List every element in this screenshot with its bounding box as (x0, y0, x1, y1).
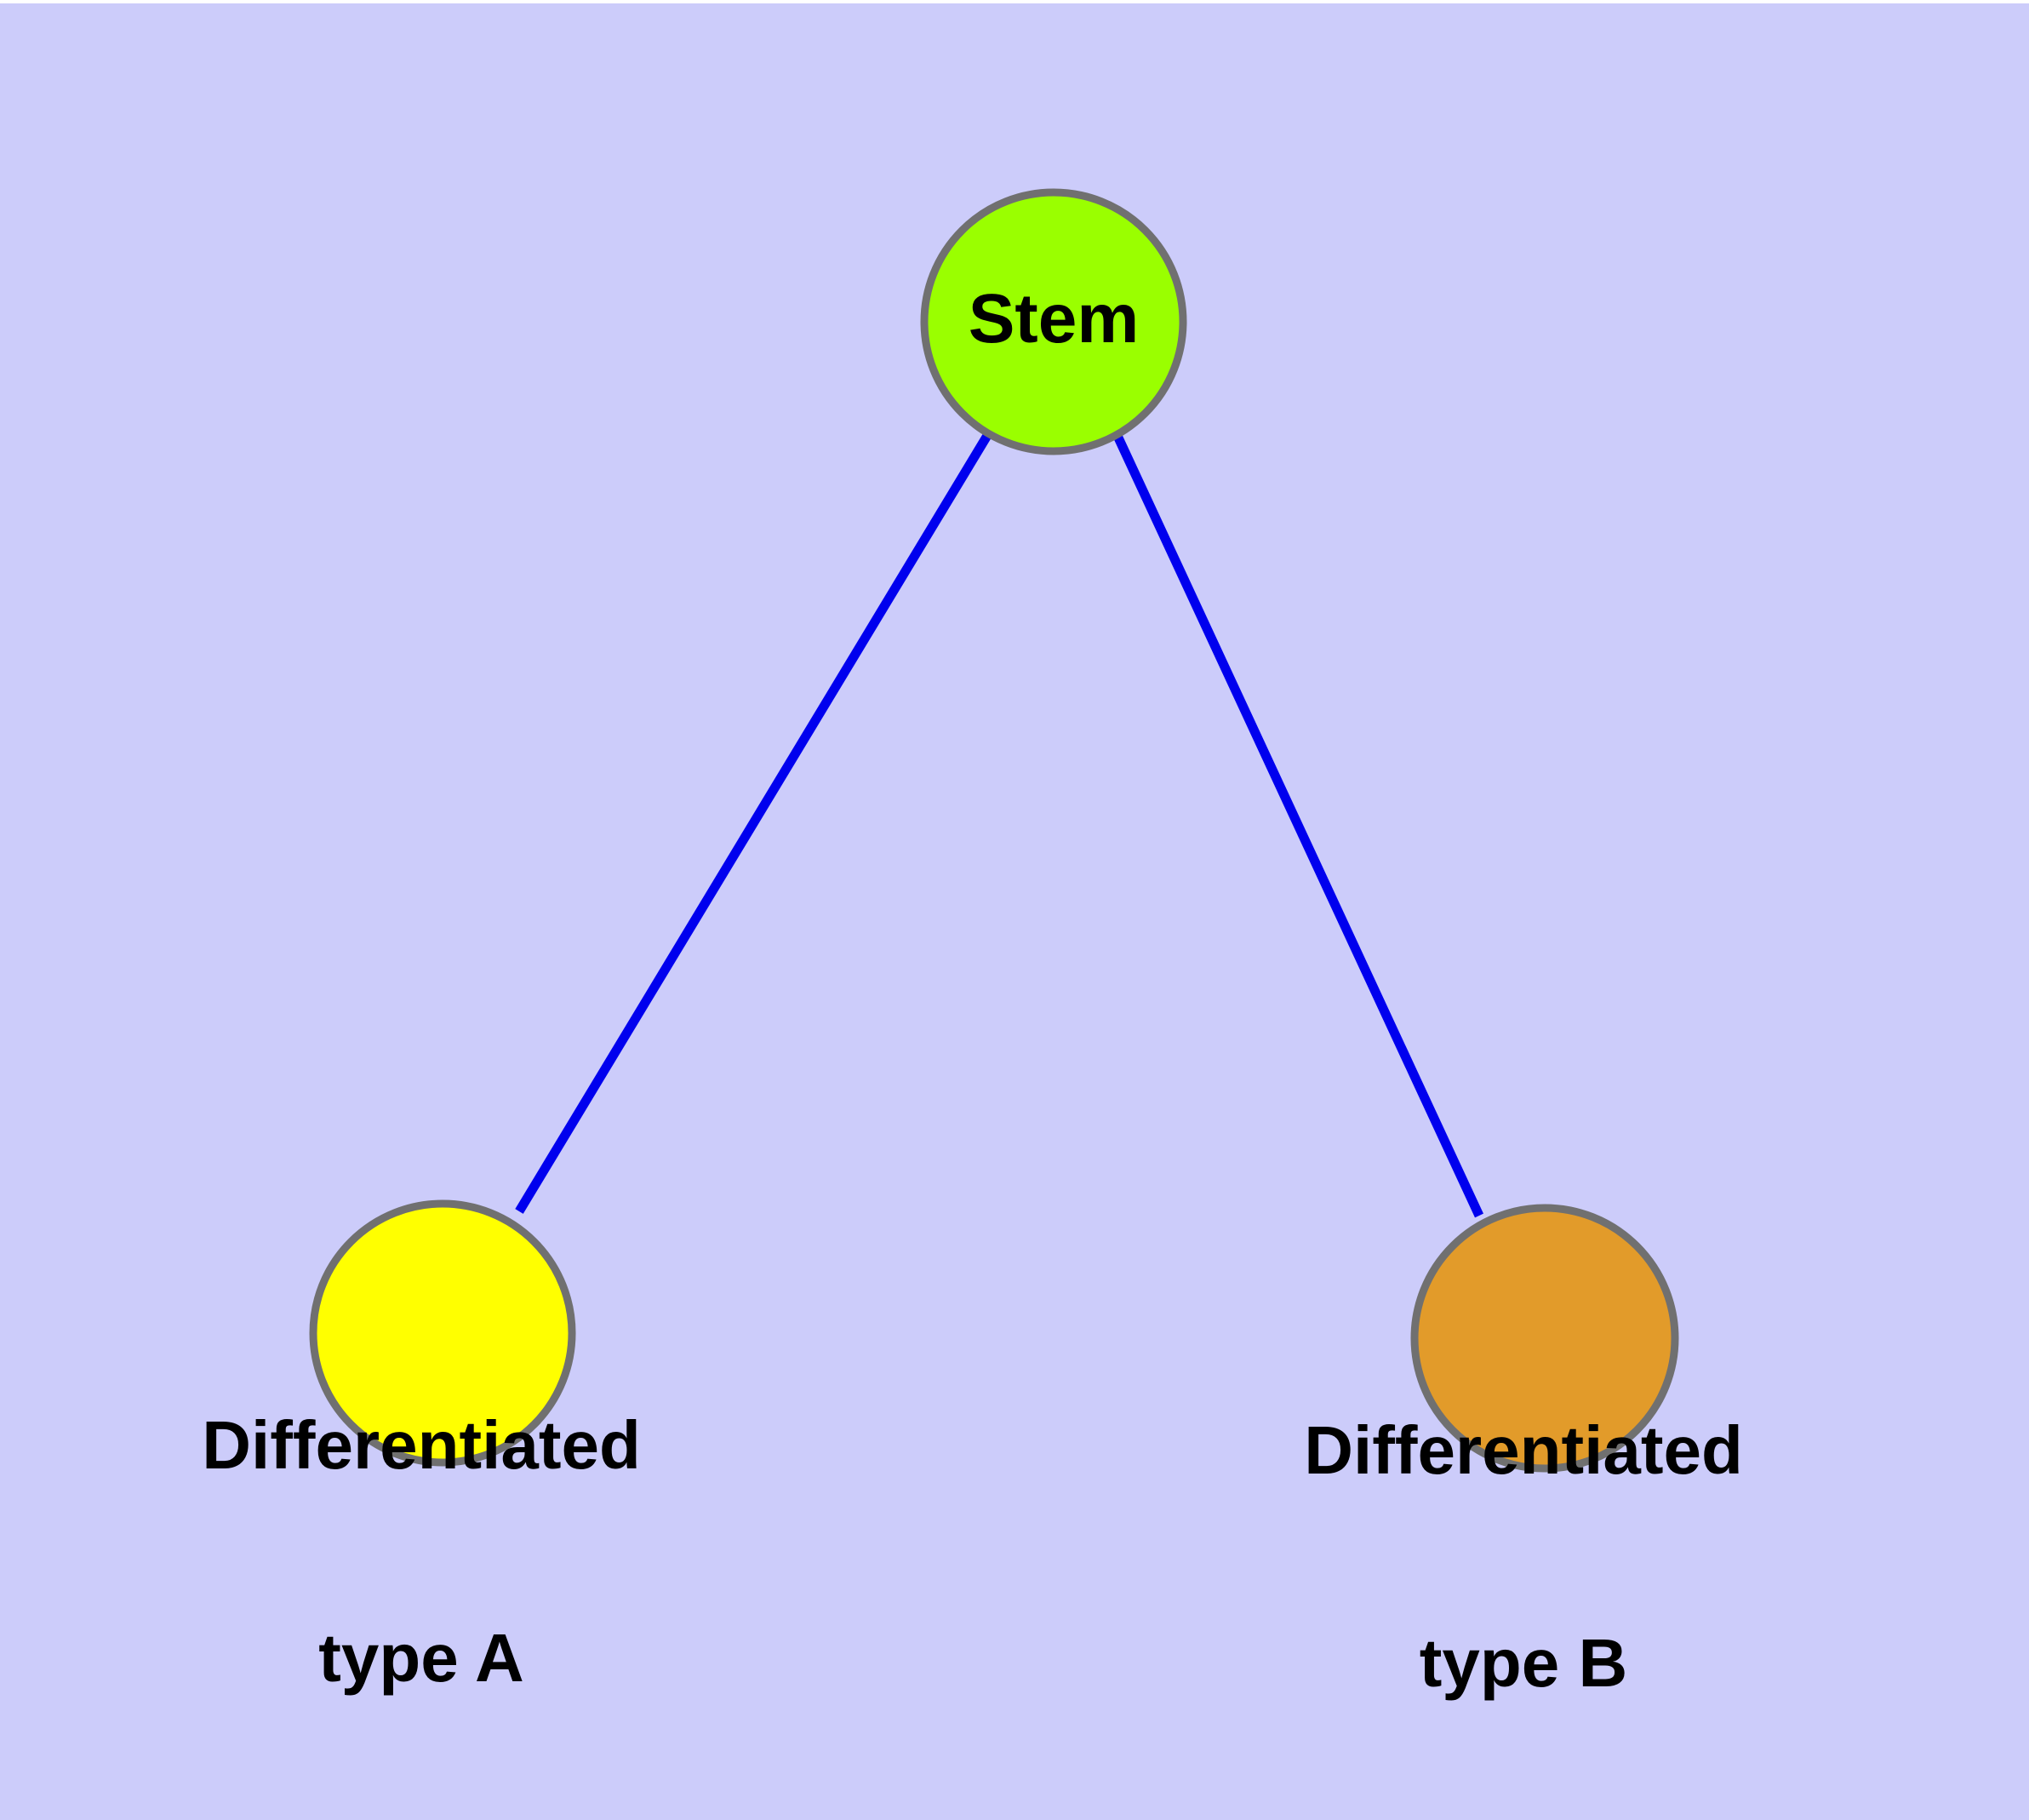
edge-layer (515, 432, 1483, 1218)
node-stem[interactable] (920, 188, 1187, 455)
node-differentiated-type-a[interactable] (309, 1199, 576, 1467)
node-layer (309, 188, 1679, 1473)
edge-stem-to-type-a[interactable] (515, 432, 992, 1214)
edge-stem-to-type-b[interactable] (1113, 433, 1483, 1218)
node-differentiated-type-b[interactable] (1410, 1204, 1679, 1473)
